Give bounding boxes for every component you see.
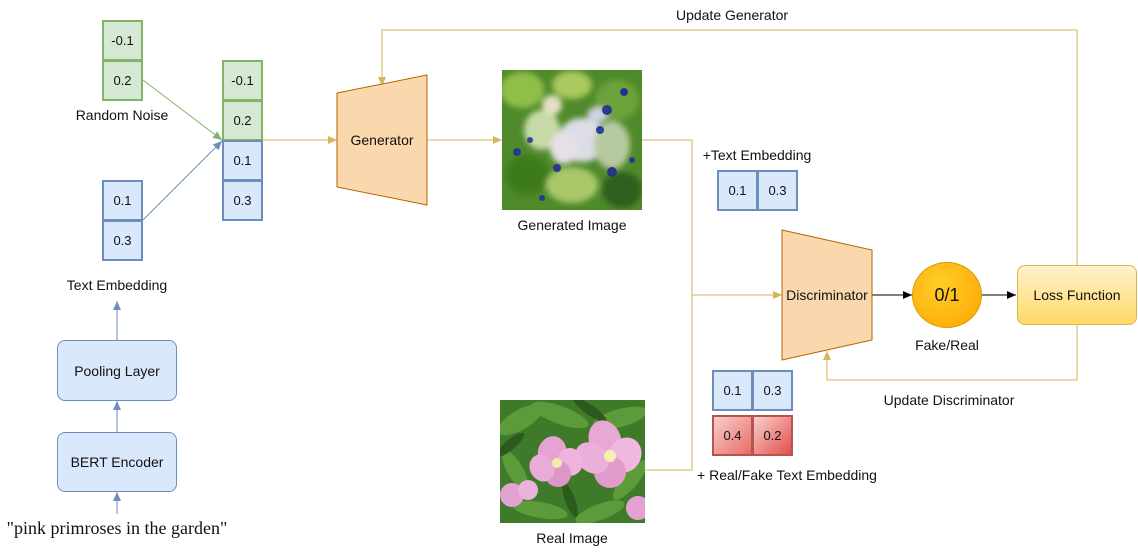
plus-embedding-cell: 0.1 [717, 170, 758, 211]
bert-encoder-box: BERT Encoder [57, 432, 177, 492]
fake-embedding-cell: 0.4 [712, 415, 753, 456]
noise-value-cell: 0.2 [102, 60, 143, 101]
random-noise-label: Random Noise [75, 107, 169, 123]
combined-embedding-cell: 0.1 [222, 140, 263, 181]
generated-image-label: Generated Image [517, 217, 627, 233]
real-image-art [500, 400, 645, 523]
discriminator-label: Discriminator [786, 287, 868, 303]
pooling-layer-box: Pooling Layer [57, 340, 177, 401]
text-embedding-label: Text Embedding [66, 277, 168, 293]
real-embedding-cell: 0.3 [752, 370, 793, 411]
generator-block [336, 74, 428, 206]
update-discriminator-arrow [823, 325, 1078, 381]
loss-function-box: Loss Function [1017, 265, 1137, 325]
fake-embedding-cell: 0.2 [752, 415, 793, 456]
generated-to-discriminator-line [642, 139, 693, 295]
real-to-discriminator-line [645, 295, 693, 471]
plus-text-embedding-label: +Text Embedding [702, 147, 812, 163]
combined-embedding-cell: 0.3 [222, 180, 263, 221]
update-discriminator-label: Update Discriminator [883, 392, 1015, 408]
real-image-label: Real Image [536, 530, 608, 546]
plus-embedding-cell: 0.3 [757, 170, 798, 211]
noise-value-cell: -0.1 [102, 20, 143, 61]
real-fake-embedding-label: + Real/Fake Text Embedding [697, 467, 877, 483]
embedding-to-combined-arrow [142, 140, 223, 221]
embedding-value-cell: 0.3 [102, 220, 143, 261]
combined-noise-cell: -0.1 [222, 60, 263, 101]
update-generator-arrow [378, 29, 1078, 265]
generator-label: Generator [350, 132, 414, 148]
embedding-value-cell: 0.1 [102, 180, 143, 221]
noise-to-combined-arrow [142, 79, 223, 141]
discriminator-block [781, 229, 873, 361]
input-text-prompt: "pink primroses in the garden" [6, 518, 228, 538]
real-embedding-cell: 0.1 [712, 370, 753, 411]
output-circle: 0/1 [912, 262, 982, 328]
generated-image-art [502, 70, 642, 210]
update-generator-label: Update Generator [675, 7, 789, 23]
fake-real-label: Fake/Real [915, 337, 979, 353]
real-image [500, 400, 645, 523]
combined-noise-cell: 0.2 [222, 100, 263, 141]
generated-image [502, 70, 642, 210]
